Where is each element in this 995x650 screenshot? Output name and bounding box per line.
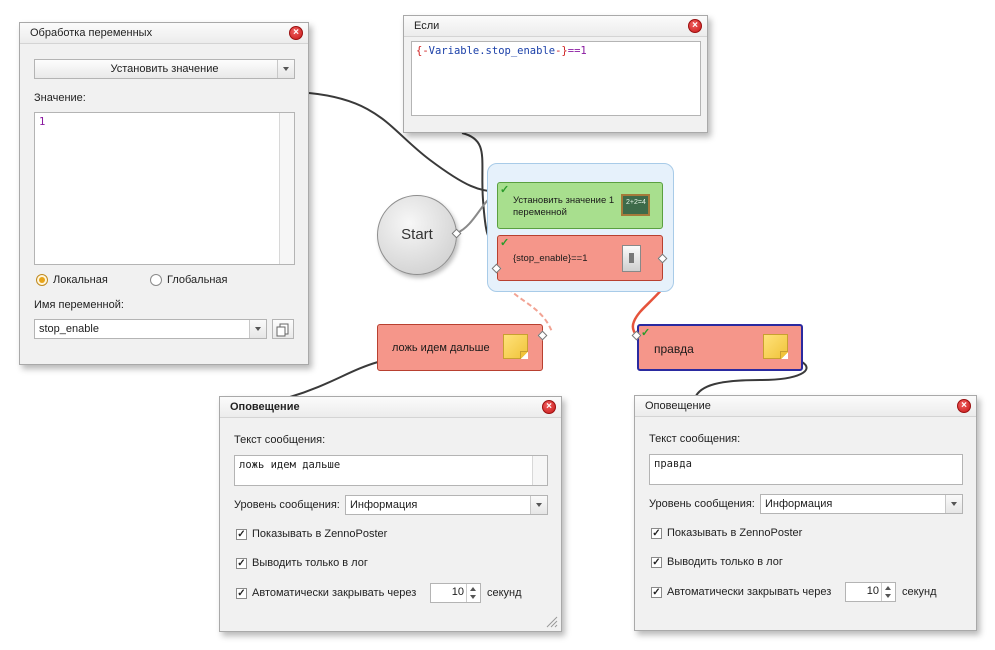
expr-var: Variable.stop_enable [428,45,556,57]
log-only-checkbox[interactable]: ✓ [651,557,662,568]
true-branch-label: правда [654,342,694,356]
message-level-value: Информация [765,498,833,510]
stepper-arrows[interactable] [881,583,895,601]
message-level-label: Уровень сообщения: [649,498,755,510]
seconds-label: секунд [902,586,937,598]
action-dropdown-value: Установить значение [110,63,219,75]
var-name-value: stop_enable [39,323,99,335]
start-label: Start [401,226,433,243]
vertical-scrollbar[interactable] [532,456,547,485]
show-zennoposter-label: Показывать в ZennoPoster [252,528,388,540]
check-icon: ✓ [500,237,510,249]
link-false-to-notify [289,361,379,398]
panel-header: Оповещение × [220,397,561,418]
copy-button[interactable] [272,319,294,339]
close-icon[interactable]: × [957,399,971,413]
var-name-label: Имя переменной: [34,299,124,311]
message-text-value: правда [654,458,692,470]
action-dropdown[interactable]: Установить значение [34,59,295,79]
global-radio[interactable] [150,274,162,286]
start-node[interactable]: Start [377,195,457,275]
auto-close-label: Автоматически закрывать через [252,587,417,599]
calculator-icon: 2+2=4 [621,194,650,216]
seconds-value: 10 [451,586,464,598]
log-only-label: Выводить только в лог [667,556,783,568]
message-text-input[interactable]: правда [649,454,963,485]
expr-close: -} [555,45,568,57]
local-radio[interactable] [36,274,48,286]
var-name-combobox[interactable]: stop_enable [34,319,267,339]
close-icon[interactable]: × [289,26,303,40]
check-icon: ✓ [641,327,651,339]
link-varpanel-to-setnode [308,92,498,193]
close-icon[interactable]: × [688,19,702,33]
log-only-checkbox[interactable]: ✓ [236,558,247,569]
seconds-stepper[interactable]: 10 [845,582,896,602]
show-zennoposter-checkbox[interactable]: ✓ [651,528,662,539]
panel-title: Обработка переменных [30,27,153,39]
message-text-value: ложь идем дальше [239,459,341,471]
value-text: 1 [39,116,46,128]
expr-op: ==1 [567,45,587,57]
panel-title: Если [414,20,440,32]
chevron-down-icon[interactable] [277,60,294,78]
show-zennoposter-checkbox[interactable]: ✓ [236,529,247,540]
variable-processing-panel: Обработка переменных × Установить значен… [19,22,309,365]
value-label: Значение: [34,92,86,104]
sticky-note-icon [503,334,528,359]
message-text-input[interactable]: ложь идем дальше [234,455,548,486]
false-branch-label: ложь идем дальше [392,342,490,354]
switch-icon [622,245,641,272]
global-label: Глобальная [167,274,228,286]
seconds-stepper[interactable]: 10 [430,583,481,603]
panel-header: Если × [404,16,707,37]
seconds-label: секунд [487,587,522,599]
panel-header: Обработка переменных × [20,23,308,44]
seconds-value: 10 [866,585,879,597]
message-level-label: Уровень сообщения: [234,499,340,511]
check-icon: ✓ [500,184,510,196]
notification-panel-right: Оповещение × Текст сообщения: правда Уро… [634,395,977,631]
notification-panel-left: Оповещение × Текст сообщения: ложь идем … [219,396,562,632]
if-panel: Если × {-Variable.stop_enable-}==1 [403,15,708,133]
copy-icon [276,323,289,337]
auto-close-label: Автоматически закрывать через [667,586,832,598]
set-value-node[interactable]: ✓ Установить значение 1 переменной 2+2=4 [497,182,663,229]
log-only-label: Выводить только в лог [252,557,368,569]
false-branch-node[interactable]: ложь идем дальше [377,324,543,371]
panel-title: Оповещение [645,400,711,412]
close-icon[interactable]: × [542,400,556,414]
message-level-value: Информация [350,499,418,511]
message-text-label: Текст сообщения: [649,433,741,445]
chevron-down-icon[interactable] [945,495,962,513]
chevron-down-icon[interactable] [249,320,266,338]
vertical-scrollbar[interactable] [279,113,294,264]
condition-node[interactable]: ✓ {stop_enable}==1 [497,235,663,281]
panel-header: Оповещение × [635,396,976,417]
if-expression-editor[interactable]: {-Variable.stop_enable-}==1 [411,41,701,116]
link-true-to-notify [694,361,808,399]
true-branch-node[interactable]: ✓ правда [637,324,803,371]
panel-title: Оповещение [230,401,300,413]
sticky-note-icon [763,334,788,359]
message-text-label: Текст сообщения: [234,434,326,446]
condition-label: {stop_enable}==1 [513,253,588,264]
resize-grip-icon[interactable] [546,616,558,628]
message-level-dropdown[interactable]: Информация [345,495,548,515]
stepper-arrows[interactable] [466,584,480,602]
chevron-down-icon[interactable] [530,496,547,514]
show-zennoposter-label: Показывать в ZennoPoster [667,527,803,539]
set-value-label: Установить значение 1 переменной [513,195,615,218]
expr-open: {- [416,45,429,57]
message-level-dropdown[interactable]: Информация [760,494,963,514]
auto-close-checkbox[interactable]: ✓ [236,588,247,599]
value-textarea[interactable]: 1 [34,112,295,265]
local-label: Локальная [53,274,108,286]
auto-close-checkbox[interactable]: ✓ [651,587,662,598]
